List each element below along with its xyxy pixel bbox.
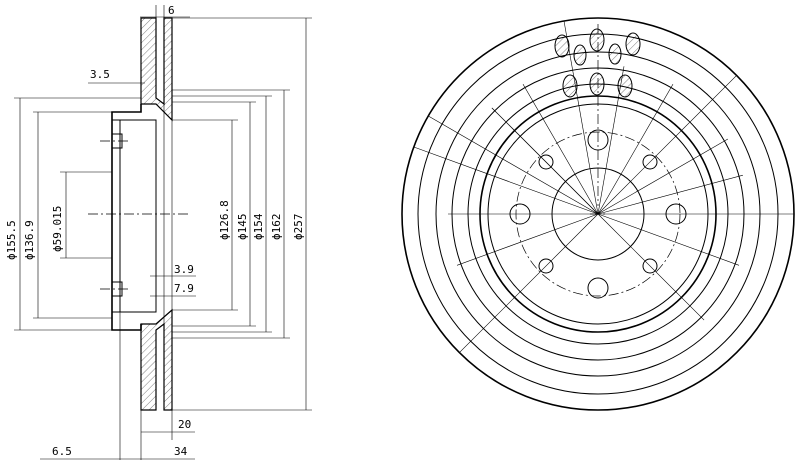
dim-label-257: ϕ257: [292, 214, 305, 241]
vent-slot-8: [617, 74, 633, 98]
radial-line: [459, 213, 599, 353]
bolt-hole-bottom: [587, 277, 609, 299]
small-hole-top-left: [538, 154, 554, 170]
radial-line: [597, 213, 740, 266]
hub-inner-face: [119, 119, 157, 313]
dim-label-34: 34: [174, 445, 188, 458]
dim-label-20: 20: [178, 418, 191, 431]
radial-line: [413, 146, 599, 215]
radial-line: [522, 83, 599, 215]
front-view: [401, 17, 795, 411]
radial-line: [563, 20, 599, 215]
side-section-view: 6 3.5 ϕ155.5 ϕ136.9 ϕ59.015 ϕ126.8 ϕ145 …: [5, 4, 312, 460]
small-hole-bottom-left: [538, 258, 554, 274]
radial-line: [597, 66, 625, 215]
dim-label-59: ϕ59.015: [51, 206, 64, 252]
radial-line: [428, 115, 599, 215]
dim-label-145: ϕ145: [236, 214, 249, 241]
dim-label-3-9: 3.9: [174, 263, 194, 276]
vent-slot-4: [573, 44, 587, 66]
dim-label-3-5: 3.5: [90, 68, 110, 81]
radial-lines: [413, 20, 794, 353]
radial-line: [597, 174, 743, 215]
vent-slot-6: [562, 74, 578, 98]
dim-label-136: ϕ136.9: [23, 220, 36, 260]
vent-slot-2: [589, 28, 605, 52]
dim-label-6: 6: [168, 4, 175, 17]
radial-line: [597, 83, 674, 215]
radial-line: [597, 213, 705, 321]
disc-friction-ring-lower: [140, 308, 173, 411]
dim-label-6-5: 6.5: [52, 445, 72, 458]
hub-hat-profile: [111, 104, 142, 331]
vent-slot-detail: [554, 28, 641, 98]
radial-line: [597, 138, 729, 215]
dim-label-7-9: 7.9: [174, 282, 194, 295]
vent-slot-5: [608, 43, 622, 65]
radial-line: [491, 107, 599, 215]
radial-line: [597, 75, 737, 215]
small-hole-bottom-right: [642, 258, 658, 274]
vent-slot-3: [625, 32, 641, 56]
radial-line: [456, 213, 599, 266]
dim-label-126: ϕ126.8: [218, 200, 231, 240]
dim-label-154: ϕ154: [252, 213, 265, 240]
disc-friction-ring-upper: [140, 17, 173, 122]
dim-label-162: ϕ162: [270, 214, 283, 241]
vent-slot-1: [554, 34, 570, 58]
dim-label-155: ϕ155.5: [5, 220, 18, 260]
small-hole-top-right: [642, 154, 658, 170]
vent-slot-7: [589, 72, 605, 96]
